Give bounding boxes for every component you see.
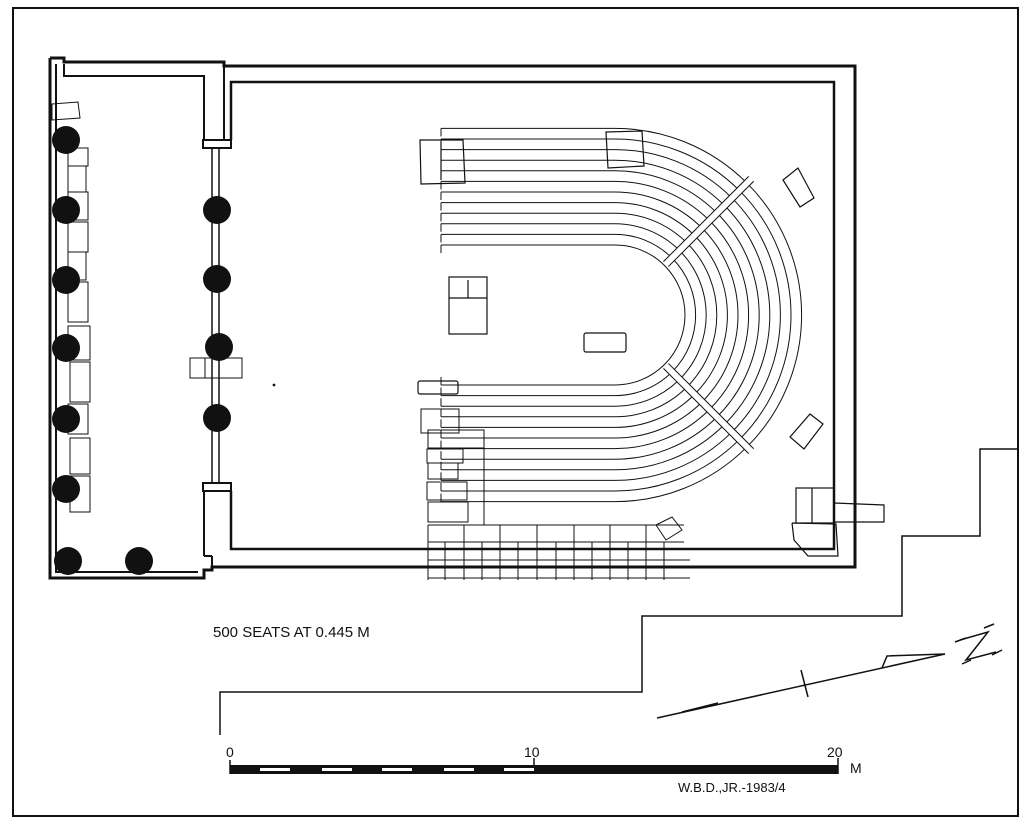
seat-row xyxy=(441,314,760,460)
seating-rows-south xyxy=(440,314,803,503)
seat-row xyxy=(441,314,728,428)
building-walls xyxy=(48,56,857,580)
seat-row xyxy=(441,138,792,316)
scale-unit: M xyxy=(850,760,862,776)
radial-aisle xyxy=(663,176,754,267)
orchestra-features xyxy=(272,276,627,387)
seat-row xyxy=(441,159,771,316)
north-arrow xyxy=(656,623,1003,719)
aisle-line xyxy=(663,175,750,262)
seating-stone-blocks xyxy=(417,130,885,557)
seat-row xyxy=(441,202,728,316)
seat-row xyxy=(441,314,686,386)
radial-aisle xyxy=(663,363,754,454)
seat-row xyxy=(441,170,760,316)
site-boundary xyxy=(219,448,1018,735)
seat-row xyxy=(441,191,739,316)
foundation-blocks xyxy=(420,408,690,580)
seat-row xyxy=(441,233,697,316)
seating-rows xyxy=(440,127,803,316)
aisle-line xyxy=(663,368,750,455)
seats-note: 500 SEATS AT 0.445 M xyxy=(213,624,370,641)
seat-row xyxy=(441,314,781,481)
seat-row xyxy=(441,244,686,316)
scale-tick-20: 20 xyxy=(827,744,843,760)
seat-row xyxy=(441,314,697,397)
seat-row xyxy=(441,314,707,407)
seat-row xyxy=(441,149,781,316)
column-bases xyxy=(52,126,233,575)
drawing-frame xyxy=(12,7,1019,817)
seat-row xyxy=(441,212,718,316)
seat-row xyxy=(441,314,739,439)
seat-row xyxy=(441,127,803,316)
portico-stone-blocks xyxy=(51,101,243,513)
seat-row xyxy=(441,314,750,450)
seat-row xyxy=(441,314,771,471)
aisle-line xyxy=(668,180,755,267)
aisle-line xyxy=(668,363,755,450)
seat-row xyxy=(441,223,707,316)
seat-row xyxy=(441,180,750,316)
seat-row xyxy=(441,314,718,418)
scale-bar xyxy=(229,758,839,774)
seat-row xyxy=(441,314,792,492)
seat-row xyxy=(441,314,803,503)
drawing-credit: W.B.D.,JR.-1983/4 xyxy=(678,780,786,795)
scale-tick-0: 0 xyxy=(226,744,234,760)
scale-tick-10: 10 xyxy=(524,744,540,760)
